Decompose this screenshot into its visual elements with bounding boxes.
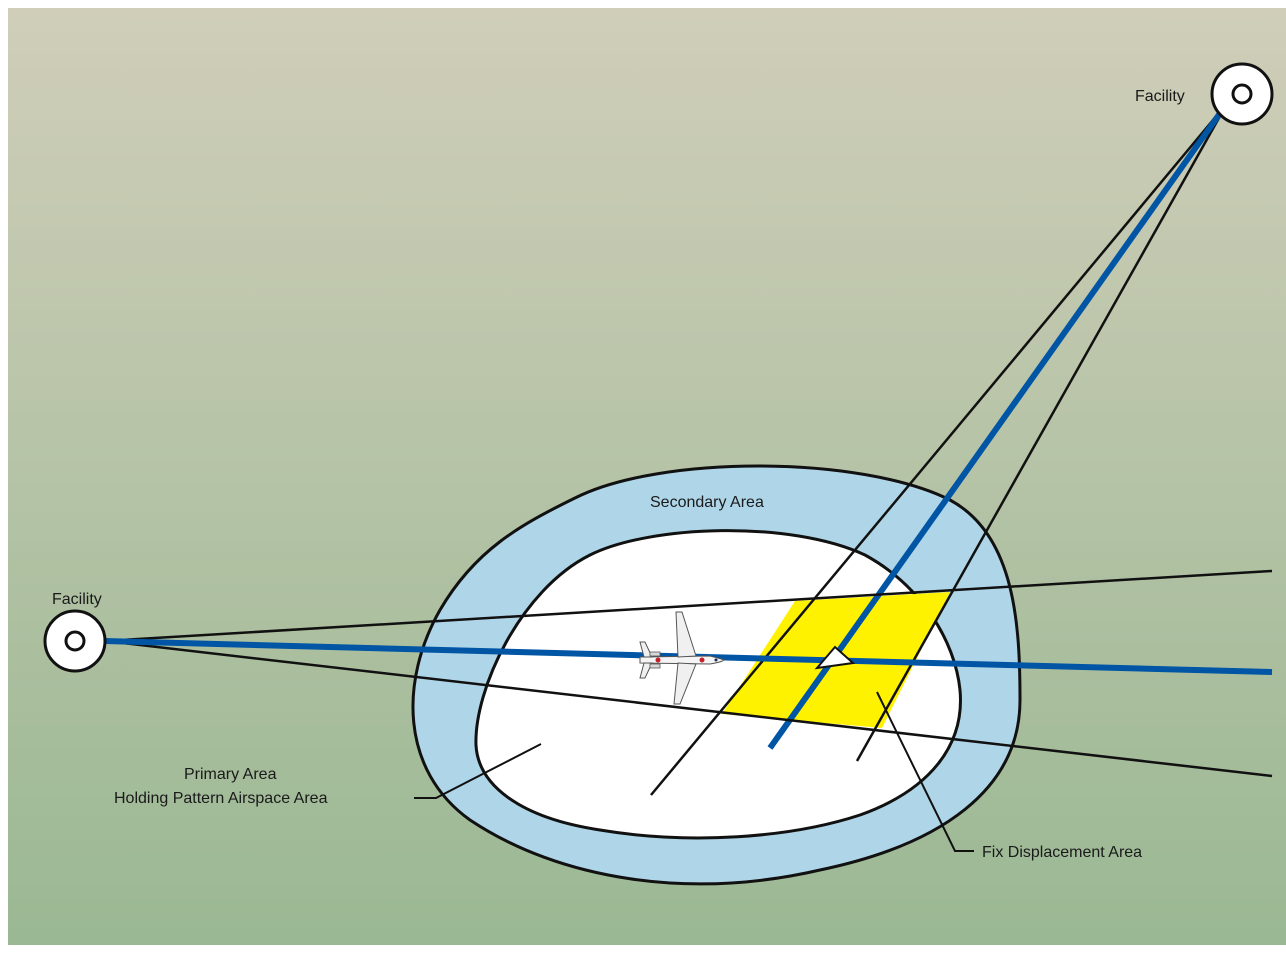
navaid-facility-icon — [43, 609, 107, 673]
radial-line-left — [650, 101, 1229, 796]
radial-line-right — [855, 101, 1230, 762]
fix-displacement-leader-line — [876, 691, 974, 852]
primary-area-label: Primary Area — [184, 766, 277, 783]
navaid-facility-icon — [1210, 62, 1274, 126]
airplane-icon — [639, 611, 725, 705]
fix-displacement-area-label: Fix Displacement Area — [982, 844, 1142, 861]
holding-pattern-label: Holding Pattern Airspace Area — [114, 790, 328, 807]
facility-label-right: Facility — [1135, 88, 1185, 105]
facility-label-left: Facility — [52, 591, 102, 608]
radial-course-line — [767, 100, 1231, 750]
secondary-area-label: Secondary Area — [650, 494, 764, 511]
primary-area-leader-line — [414, 743, 542, 799]
bearing-line-upper — [104, 569, 1273, 643]
bearing-line-lower — [104, 639, 1273, 778]
arrow-icon — [814, 645, 856, 670]
